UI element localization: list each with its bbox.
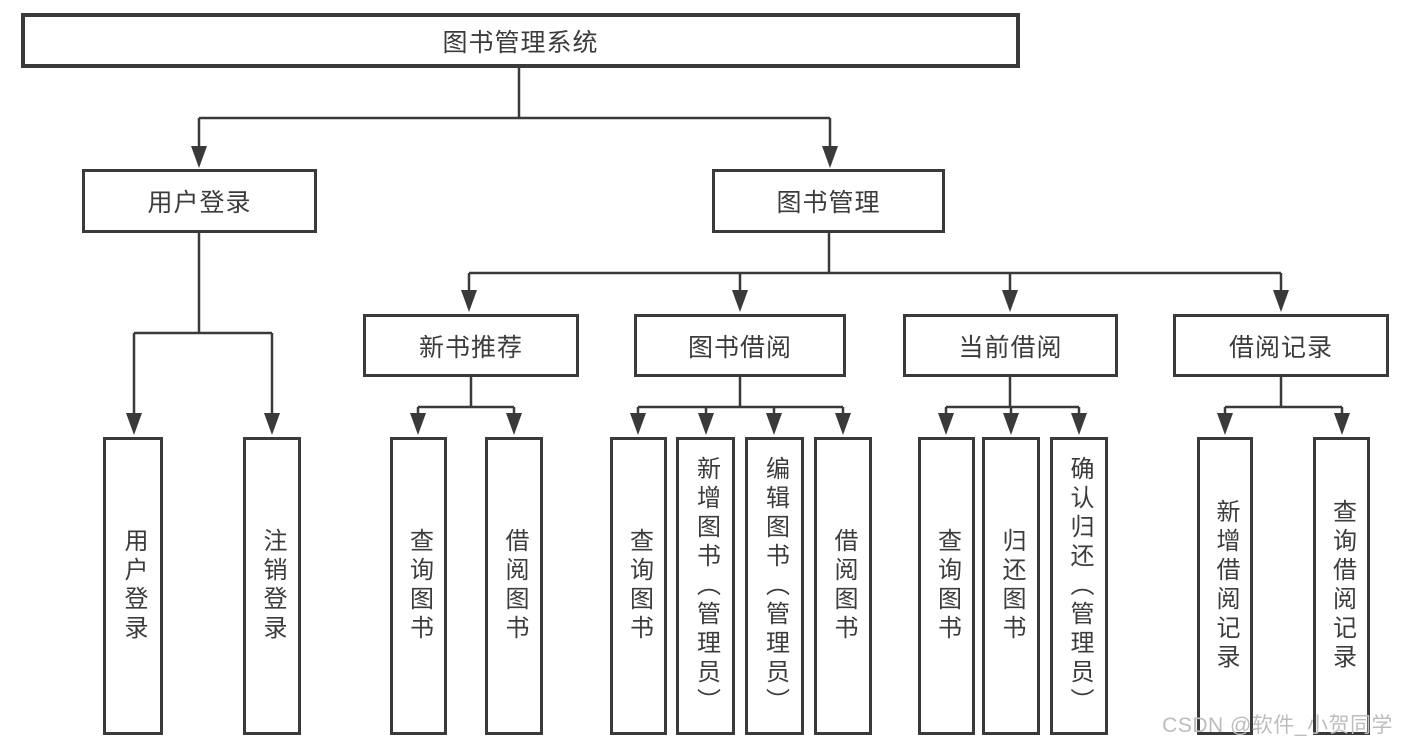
arrowhead-icon	[1273, 290, 1289, 312]
leaf-logout-label: 注销登录	[259, 528, 286, 644]
leaf-confirm-return-admin-label: 确认归还（管理员）	[1066, 455, 1093, 717]
leaf-return-book: 归还图书	[982, 437, 1040, 735]
leaf-add-book-admin: 新增图书（管理员）	[676, 437, 735, 735]
arrowhead-icon	[630, 413, 646, 435]
arrowhead-icon	[766, 413, 782, 435]
node-user-login: 用户登录	[82, 169, 317, 233]
node-new-book-recommend: 新书推荐	[363, 314, 579, 377]
leaf-query-books-recommend: 查询图书	[390, 437, 447, 735]
connector-newbook-to-leaves	[416, 377, 516, 414]
node-book-management-label: 图书管理	[776, 189, 881, 217]
leaf-borrow-books-label: 借阅图书	[830, 528, 857, 644]
node-book-management: 图书管理	[712, 169, 945, 233]
leaf-return-book-label: 归还图书	[998, 528, 1025, 644]
arrowhead-icon	[1334, 413, 1350, 435]
arrowhead-icon	[191, 146, 207, 168]
node-user-login-label: 用户登录	[147, 189, 252, 217]
leaf-add-book-admin-label: 新增图书（管理员）	[692, 455, 720, 717]
leaf-query-books-borrowing: 查询图书	[610, 437, 667, 735]
leaf-user-login-label: 用户登录	[120, 528, 147, 644]
leaf-add-borrow-record-label: 新增借阅记录	[1212, 499, 1239, 673]
connector-currentborrow-to-leaves	[944, 377, 1081, 414]
node-book-borrowing: 图书借阅	[634, 314, 846, 377]
leaf-edit-book-admin-label: 编辑图书（管理员）	[761, 455, 789, 717]
leaf-query-books-current: 查询图书	[918, 437, 975, 735]
leaf-query-books-recommend-label: 查询图书	[405, 528, 433, 644]
leaf-add-borrow-record: 新增借阅记录	[1197, 437, 1253, 735]
leaf-confirm-return-admin: 确认归还（管理员）	[1050, 437, 1108, 735]
leaf-query-books-borrowing-label: 查询图书	[625, 528, 653, 644]
leaf-query-borrow-record: 查询借阅记录	[1313, 437, 1370, 735]
connector-bookborrow-to-leaves	[636, 377, 845, 414]
connector-root-to-level2	[197, 68, 832, 147]
arrowhead-icon	[461, 290, 477, 312]
arrowhead-icon	[1003, 413, 1019, 435]
node-borrow-records-label: 借阅记录	[1228, 333, 1333, 362]
leaf-logout: 注销登录	[243, 437, 301, 735]
arrowhead-icon	[1071, 413, 1087, 435]
node-root: 图书管理系统	[21, 13, 1020, 68]
arrowhead-icon	[410, 413, 426, 435]
arrowhead-icon	[264, 413, 280, 435]
leaf-user-login: 用户登录	[103, 437, 163, 735]
arrowhead-icon	[938, 413, 954, 435]
node-current-borrowing: 当前借阅	[903, 314, 1118, 377]
arrowhead-icon	[732, 290, 748, 312]
arrowhead-icon	[822, 146, 838, 168]
connector-bookmgmt-to-level3	[467, 233, 1283, 291]
arrowhead-icon	[126, 413, 142, 435]
leaf-edit-book-admin: 编辑图书（管理员）	[745, 437, 804, 735]
leaf-borrow-books-recommend: 借阅图书	[485, 437, 543, 735]
arrowheads	[126, 146, 1350, 435]
arrowhead-icon	[1002, 290, 1018, 312]
leaf-borrow-books: 借阅图书	[814, 437, 872, 735]
arrowhead-icon	[835, 413, 851, 435]
connector-borrowrecords-to-leaves	[1223, 377, 1344, 414]
watermark: CSDN @软件_小贺同学	[1162, 714, 1393, 737]
node-book-borrowing-label: 图书借阅	[687, 333, 792, 362]
connector-userlogin-to-leaves	[132, 233, 274, 414]
leaf-query-books-current-label: 查询图书	[933, 528, 961, 644]
arrowhead-icon	[698, 413, 714, 435]
node-borrow-records: 借阅记录	[1173, 314, 1389, 377]
node-root-label: 图书管理系统	[442, 28, 599, 57]
arrowhead-icon	[506, 413, 522, 435]
leaf-query-borrow-record-label: 查询借阅记录	[1328, 499, 1356, 673]
node-new-book-recommend-label: 新书推荐	[418, 333, 523, 362]
node-current-borrowing-label: 当前借阅	[958, 333, 1063, 362]
arrowhead-icon	[1217, 413, 1233, 435]
leaf-borrow-books-recommend-label: 借阅图书	[501, 528, 528, 644]
